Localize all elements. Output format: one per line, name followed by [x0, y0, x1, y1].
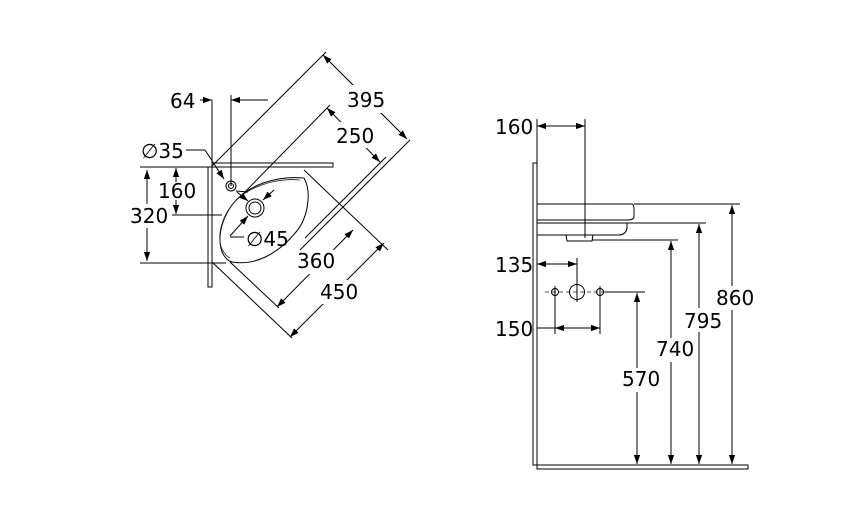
dim-drain-hole: ∅45 [246, 227, 289, 251]
side-view: 160 860 795 740 570 135 150 [495, 115, 754, 470]
tap-hole [225, 180, 237, 192]
dim-diag-inner: 250 [336, 124, 374, 148]
extension-line [211, 51, 327, 167]
top-view: 64 395 250 320 160 [128, 51, 411, 339]
dim-rim-height: 860 [716, 286, 754, 310]
floor [536, 464, 749, 470]
dim-tap-hole: ∅35 [141, 139, 184, 163]
leader-line [236, 191, 249, 202]
extension-line [211, 261, 293, 339]
dim-supply-spacing: 150 [495, 317, 533, 341]
wall [532, 162, 538, 466]
basin-edge [303, 169, 389, 251]
drain-hole [245, 198, 265, 218]
leader-line [262, 189, 275, 201]
dim-waste-offset: 135 [495, 253, 533, 277]
dim-tap-offset: 64 [170, 89, 195, 113]
dim-diag-outer: 395 [347, 88, 385, 112]
basin-inner [219, 179, 301, 259]
basin-rim [537, 203, 635, 221]
dim-drain-offset: 160 [495, 115, 533, 139]
leader-line [204, 149, 225, 180]
dim-waste-height: 740 [656, 337, 694, 361]
extension-line [299, 139, 411, 251]
dim-drain-depth: 160 [158, 179, 196, 203]
leader-line [229, 215, 249, 237]
wall-left [207, 166, 213, 288]
dim-wall-depth: 320 [130, 204, 168, 228]
extension-line [229, 261, 280, 309]
dim-supply-height: 570 [622, 367, 660, 391]
dim-underside-height: 795 [684, 309, 722, 333]
waste-outlet [565, 234, 594, 242]
dim-front-inner: 360 [297, 249, 335, 273]
extension-line [239, 104, 331, 198]
dim-front-outer: 450 [320, 280, 358, 304]
extension-line [304, 156, 387, 239]
basin-body [537, 222, 628, 236]
